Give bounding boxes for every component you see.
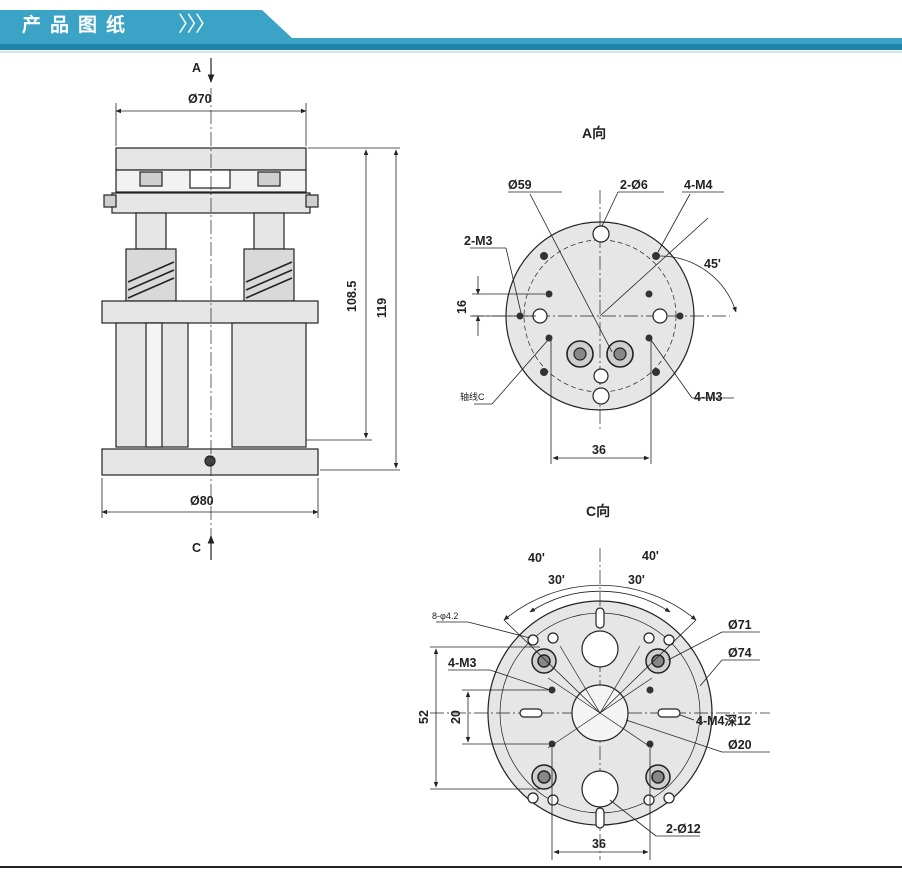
dim-height-total-label: 119	[375, 298, 389, 318]
view-a-hole-center	[593, 368, 609, 384]
spring-coils	[127, 261, 293, 299]
page-title: 产品图纸	[22, 14, 135, 36]
bolt-right	[257, 171, 281, 187]
view-a-axis-c-label: 轴线C	[460, 391, 485, 402]
view-c-36-label: 36	[592, 837, 606, 851]
view-a-16-label: 16	[455, 300, 469, 314]
view-c-slot-bottom	[595, 807, 605, 829]
header-band-graphic	[0, 10, 902, 53]
view-a-4m4-label: 4-M4	[684, 178, 713, 192]
view-c-dim-20	[462, 689, 548, 745]
view-c-30-right-label: 30'	[628, 573, 645, 587]
view-c-40-left-label: 40'	[528, 551, 545, 565]
side-screw-left	[103, 194, 117, 208]
view-c-slot-top	[595, 607, 605, 629]
dim-heights	[306, 147, 400, 471]
shaft-left	[145, 322, 163, 448]
view-arrow-c-label: C	[192, 541, 201, 555]
view-c-dim-36	[551, 748, 651, 860]
view-c-small-holes	[527, 632, 675, 806]
view-c-hole-bottom	[581, 770, 619, 808]
base-plate	[101, 448, 319, 476]
view-c-radials	[547, 645, 653, 749]
view-c-d71-label: Ø71	[728, 618, 752, 632]
bolt-left	[139, 171, 163, 187]
view-c-30-left-label: 30'	[548, 573, 565, 587]
view-a	[470, 190, 737, 464]
side-view	[101, 58, 400, 560]
view-c	[430, 548, 770, 860]
view-c-4m3-label: 4-M3	[448, 656, 477, 670]
dim-height-inner-label: 108.5	[345, 281, 359, 312]
view-c-slot-right	[657, 708, 681, 718]
view-c-hole-top	[581, 630, 619, 668]
view-c-8d42-label: 8-φ4.2	[432, 611, 458, 621]
view-a-threads	[516, 252, 684, 376]
side-screw-right	[305, 194, 319, 208]
spring-left	[125, 248, 177, 302]
dim-base-diameter-label: Ø80	[190, 494, 214, 508]
view-a-45-label: 45'	[704, 257, 721, 271]
center-hub	[189, 169, 231, 189]
view-c-m4-slot-label: 4-M4深12	[696, 713, 751, 728]
dim-top-diameter-label: Ø70	[188, 92, 212, 106]
view-a-hole-bottom	[592, 387, 610, 405]
spring-right	[243, 248, 295, 302]
header-band: 产品图纸 〉〉〉	[0, 0, 902, 56]
rod-upper-right	[253, 212, 285, 250]
view-a-2m3-label: 2-M3	[464, 234, 493, 248]
view-c-d74-label: Ø74	[728, 646, 752, 660]
view-c-slot-left	[519, 708, 543, 718]
view-c-52-label: 52	[417, 710, 431, 724]
bottom-divider	[0, 866, 902, 868]
view-a-dim-36	[550, 340, 652, 464]
view-c-threads	[548, 686, 654, 748]
view-c-dim-52	[430, 646, 540, 790]
view-c-corner-bolts	[531, 648, 671, 790]
view-a-leaders	[470, 191, 737, 405]
chevron-right-icon: 〉〉〉	[178, 12, 216, 36]
view-a-d59-label: Ø59	[508, 178, 532, 192]
housing-right	[231, 322, 307, 448]
base-screw	[204, 455, 216, 467]
view-c-leaders	[436, 621, 770, 837]
view-a-36-label: 36	[592, 443, 606, 457]
rod-upper-left	[135, 212, 167, 250]
view-c-20-label: 20	[449, 710, 463, 724]
view-c-title: C向	[586, 503, 610, 519]
view-a-hole-top	[592, 225, 610, 243]
view-a-2d6-label: 2-Ø6	[620, 178, 648, 192]
view-arrow-a-label: A	[192, 61, 201, 75]
view-c-40-right-label: 40'	[642, 549, 659, 563]
view-c-d20-label: Ø20	[728, 738, 752, 752]
view-a-4m3-label: 4-M3	[694, 390, 723, 404]
dim-base-diameter	[101, 478, 319, 518]
view-a-dim-16	[472, 276, 545, 336]
view-a-hole-right	[652, 308, 668, 324]
view-c-2d12-label: 2-Ø12	[666, 822, 701, 836]
middle-plate	[101, 300, 319, 324]
view-a-title: A向	[582, 125, 606, 141]
